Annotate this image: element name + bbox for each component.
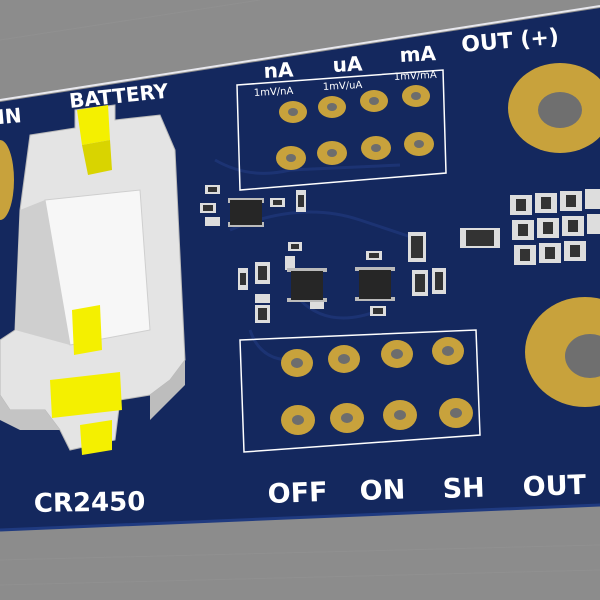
ic-sot23-6 xyxy=(228,198,264,227)
label-range-ma: mA xyxy=(399,41,437,67)
pad xyxy=(276,146,306,170)
pad xyxy=(361,136,391,160)
label-on: ON xyxy=(359,474,406,507)
label-out: OUT xyxy=(522,470,587,503)
pad xyxy=(317,141,347,165)
background-grid xyxy=(0,0,600,585)
label-range-ua-scale: 1mV/uA xyxy=(323,80,363,93)
battery-holder xyxy=(0,104,186,451)
label-range-ua: uA xyxy=(332,51,363,77)
header-pads-top xyxy=(276,85,434,170)
label-range-ma-scale: 1mV/mA xyxy=(394,70,438,83)
ic-soic-left xyxy=(287,268,327,302)
label-range-na-scale: 1mV/nA xyxy=(254,86,294,99)
board-edge-top xyxy=(0,5,600,101)
pad xyxy=(318,96,346,118)
resistor-array-bodies xyxy=(516,195,580,261)
ic-soic-right xyxy=(355,267,395,301)
mounting-hole-bottom xyxy=(525,297,600,407)
pad xyxy=(404,132,434,156)
label-battery-type: CR2450 xyxy=(34,487,146,519)
mounting-hole-top xyxy=(508,63,600,153)
board-edge-bottom xyxy=(0,503,600,532)
label-sh: SH xyxy=(442,473,485,505)
battery-contact xyxy=(50,105,122,455)
label-range-na: nA xyxy=(263,57,294,83)
smd-components xyxy=(200,185,500,323)
header-pads-bottom xyxy=(281,337,473,435)
mounting-hole-left xyxy=(0,140,14,220)
pad xyxy=(402,85,430,107)
pad xyxy=(279,101,307,123)
label-off: OFF xyxy=(267,477,328,510)
header-outline-bottom xyxy=(239,329,481,453)
label-in: IN xyxy=(0,103,23,129)
header-outline-top xyxy=(236,69,447,191)
pad xyxy=(360,90,388,112)
